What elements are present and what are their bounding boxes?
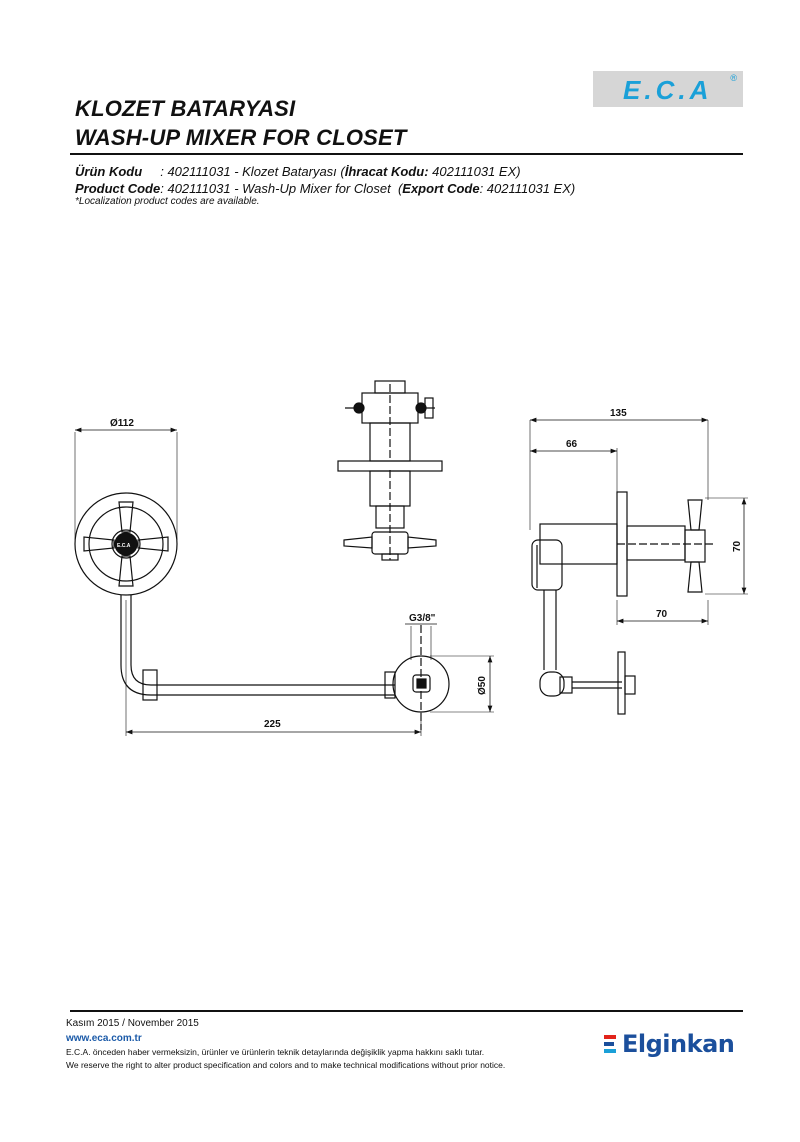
dim-d50: Ø50 [477,676,488,695]
dim-66: 66 [566,439,578,450]
publication-date: Kasım 2015 / November 2015 [66,1018,199,1029]
footer-divider [70,1010,743,1012]
dim-d112: Ø112 [110,418,134,429]
front-view [74,427,494,736]
header-divider [70,153,743,155]
dim-225: 225 [264,719,281,730]
registered-mark: ® [730,73,737,83]
top-view [337,380,443,561]
localization-note: *Localization product codes are availabl… [75,196,260,207]
eca-logo-text: E.C.A [623,75,713,105]
product-code-tr-value: : 402111031 - Klozet Bataryası ( [142,164,345,179]
disclaimer-tr: E.C.A. önceden haber vermeksizin, ürünle… [66,1047,485,1057]
website-link[interactable]: www.eca.com.tr [66,1033,142,1044]
export-code-tr-label: İhracat Kodu: [344,164,429,179]
export-code-tr-value: 402111031 EX) [428,164,521,179]
product-title-tr: KLOZET BATARYASI [75,96,296,121]
product-code-en: Product Code: 402111031 - Wash-Up Mixer … [75,181,575,196]
product-code-tr-label: Ürün Kodu [75,164,143,179]
product-code-tr: Ürün Kodu : 402111031 - Klozet Bataryası… [75,164,521,179]
dim-70-vertical: 70 [732,540,743,552]
dim-70-horizontal: 70 [656,609,668,620]
elginkan-logo: Elginkan [604,1030,735,1058]
product-code-en-value: : 402111031 - Wash-Up Mixer for Closet ( [160,181,403,196]
side-view [529,417,748,715]
export-code-en-value: : 402111031 EX) [479,181,576,196]
export-code-en-label: Export Code [402,181,480,196]
elginkan-text: Elginkan [622,1030,735,1058]
eca-logo: E.C.A ® [593,71,743,107]
product-code-en-label: Product Code [75,181,161,196]
dim-135: 135 [610,408,627,419]
dim-g38: G3/8" [409,613,436,624]
handle-logo: E.C.A [117,543,131,549]
disclaimer-en: We reserve the right to alter product sp… [66,1060,506,1070]
product-title-en: WASH-UP MIXER FOR CLOSET [75,125,407,150]
elginkan-mark-icon [604,1035,618,1053]
